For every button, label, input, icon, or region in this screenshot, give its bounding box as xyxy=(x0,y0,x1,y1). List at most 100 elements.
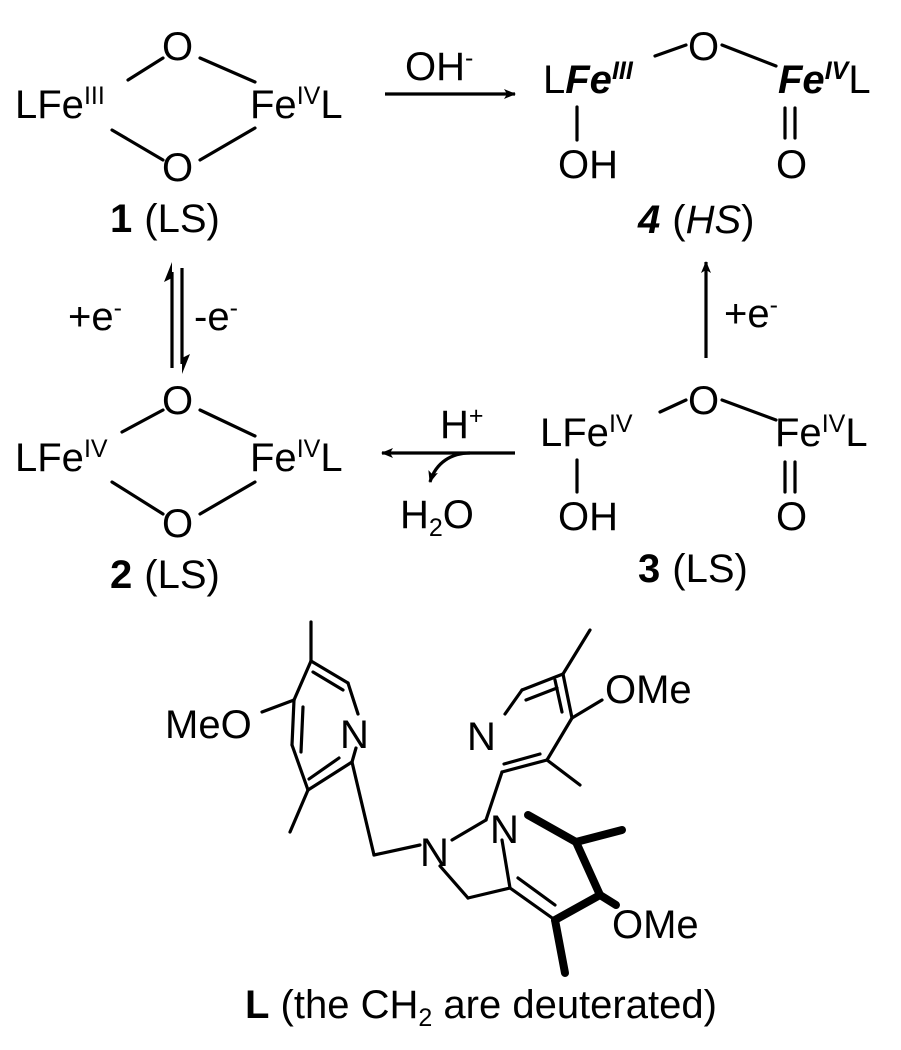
bond xyxy=(500,838,512,890)
bond xyxy=(306,760,354,792)
proton-reagent: H+ xyxy=(440,402,484,447)
bond xyxy=(110,128,165,162)
bond xyxy=(500,758,549,774)
bond xyxy=(350,746,358,764)
bond xyxy=(290,743,310,792)
wedge-bond xyxy=(524,811,580,846)
bond xyxy=(508,886,557,922)
bond xyxy=(110,480,165,516)
bond xyxy=(290,698,296,747)
methylene-bond xyxy=(438,864,470,900)
aromatic-inner-bond xyxy=(553,678,564,714)
aromatic-inner-bond xyxy=(307,756,341,781)
half-arrowhead xyxy=(164,262,172,282)
top-right-pyridine-ring: N OMe xyxy=(450,628,692,842)
fe-label-left: LFeIV xyxy=(15,435,108,480)
bond xyxy=(720,43,778,68)
methoxy-label: MeO xyxy=(165,703,252,747)
compound-3: LFeIV O FeIVL OH O 3(LS) xyxy=(540,379,868,591)
aromatic-inner-bond xyxy=(524,686,559,702)
oxidation-label: -e- xyxy=(194,294,238,339)
methyl-bond xyxy=(545,758,582,787)
methylene-bond xyxy=(372,843,422,857)
methyl-bond xyxy=(551,916,569,977)
methoxy-bond xyxy=(260,698,296,714)
oxo-oxygen: O xyxy=(776,143,807,187)
bond xyxy=(720,398,778,422)
compound-3-label: 3(LS) xyxy=(638,547,748,591)
bond xyxy=(126,56,165,82)
aromatic-inner-bond xyxy=(311,670,345,692)
methyl-bond xyxy=(288,788,310,834)
compound-2-label: 2(LS) xyxy=(110,553,220,597)
compound-4-label: 4(HS) xyxy=(637,198,754,242)
equilibrium-1-2: +e- -e- xyxy=(68,262,238,374)
hydroxide-ligand: OH xyxy=(558,143,618,187)
bridging-oxygen-top: O xyxy=(162,25,193,69)
methoxy-label: OMe xyxy=(612,903,699,947)
amine-nitrogen: N xyxy=(420,831,449,875)
pyridine-nitrogen: N xyxy=(490,808,519,852)
methyl-bond xyxy=(561,628,592,676)
wedge-bond xyxy=(572,838,604,899)
bridging-oxygen: O xyxy=(688,379,719,423)
bridging-oxygen: O xyxy=(688,25,719,69)
methoxy-bond xyxy=(596,891,620,909)
wedge-bond xyxy=(551,891,604,924)
fe-label-left: LFeIII xyxy=(15,82,105,127)
fe-label-left: LFeIII xyxy=(543,57,634,102)
aromatic-inner-bond xyxy=(299,705,305,754)
ligand-caption: L (the CH2 are deuterated) xyxy=(245,983,717,1032)
reduction-label: +e- xyxy=(724,291,778,336)
fe-label-right: FeIVL xyxy=(250,435,343,480)
bond xyxy=(545,716,574,762)
fe-label-left: LFeIV xyxy=(540,410,633,455)
bond xyxy=(503,688,524,716)
fe-label-right: FeIVL xyxy=(778,57,871,102)
bond xyxy=(450,818,488,842)
bond xyxy=(346,681,360,716)
water-product: H2O xyxy=(400,493,474,542)
bridging-oxygen-bottom: O xyxy=(162,502,193,546)
methoxy-bond xyxy=(570,698,604,720)
ligand-structure: N MeO N N OMe xyxy=(165,620,699,977)
pyridine-nitrogen: N xyxy=(340,713,369,757)
oxo-oxygen: O xyxy=(776,495,807,539)
arrow-3-to-4: +e- xyxy=(701,261,778,358)
bridging-oxygen-top: O xyxy=(162,379,193,423)
hydroxide-reagent: OH- xyxy=(405,44,473,89)
compound-4: LFeIII O FeIVL OH O 4(HS) xyxy=(543,25,871,242)
bond xyxy=(198,480,257,516)
hydroxide-ligand: OH xyxy=(558,495,618,539)
fe-label-right: FeIVL xyxy=(250,82,343,127)
bond xyxy=(198,408,257,438)
pyridine-nitrogen: N xyxy=(467,715,496,759)
reduction-label: +e- xyxy=(68,294,122,339)
methyl-bond xyxy=(572,826,626,846)
bond xyxy=(520,672,565,692)
bond xyxy=(292,659,313,702)
bond xyxy=(198,126,257,162)
methylene-bond xyxy=(350,760,376,857)
aromatic-inner-bond xyxy=(502,752,542,766)
methoxy-label: OMe xyxy=(605,668,692,712)
arrow-3-to-2: H+ H2O xyxy=(381,402,515,542)
bridging-oxygen-bottom: O xyxy=(162,146,193,190)
bond xyxy=(653,43,688,58)
compound-2: LFeIV O O FeIVL 2(LS) xyxy=(15,379,343,597)
aromatic-inner-bond xyxy=(516,876,557,907)
arrow-1-to-4: OH- xyxy=(385,44,516,99)
bond xyxy=(198,56,257,84)
left-pyridine-ring: N MeO xyxy=(165,620,422,857)
bond xyxy=(484,770,504,822)
methylene-bond xyxy=(466,886,512,900)
half-arrowhead xyxy=(182,354,190,374)
water-release-arrow xyxy=(428,451,471,483)
compound-1: LFeIII O O FeIVL 1(LS) xyxy=(15,25,343,241)
bond xyxy=(658,398,688,414)
bottom-right-pyridine-ring: N OMe xyxy=(438,808,699,977)
bond xyxy=(309,659,350,685)
bond xyxy=(120,408,165,434)
bond xyxy=(561,672,574,720)
